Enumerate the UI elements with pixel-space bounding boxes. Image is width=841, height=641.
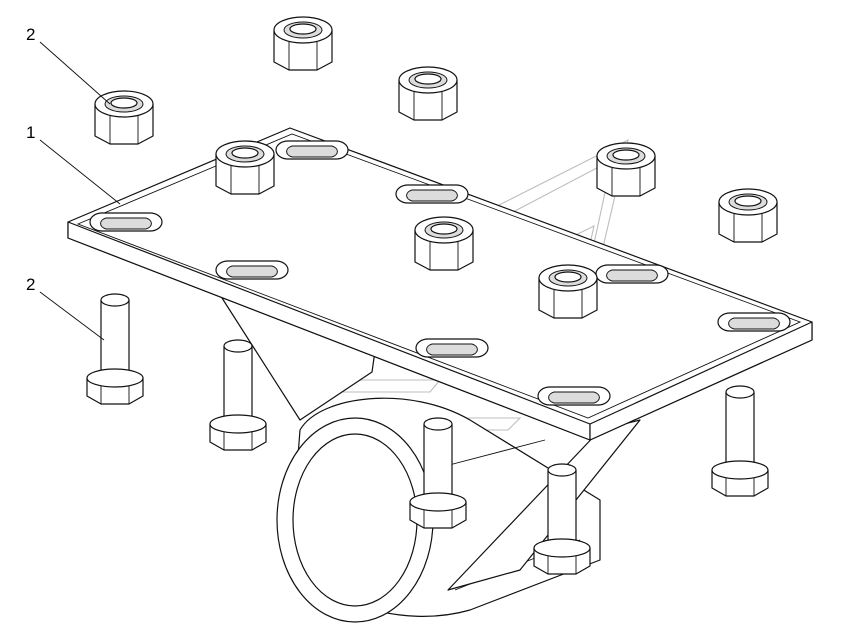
bolt-left-standalone [86, 293, 144, 405]
nut-1 [273, 16, 333, 71]
nut-8 [538, 264, 598, 319]
callout-1: 1 [26, 123, 35, 142]
nut-2 [398, 66, 458, 121]
nut-6 [718, 188, 778, 243]
bolt-left-lower [209, 339, 267, 451]
mounting-plate [67, 127, 813, 441]
nut-4 [215, 140, 275, 195]
nut-7 [414, 216, 474, 271]
callout-2-top: 2 [26, 25, 35, 44]
callout-2-bottom: 2 [26, 275, 35, 294]
bolt-right [711, 385, 769, 497]
leader-lines [39, 41, 121, 341]
nut-5 [596, 142, 656, 197]
